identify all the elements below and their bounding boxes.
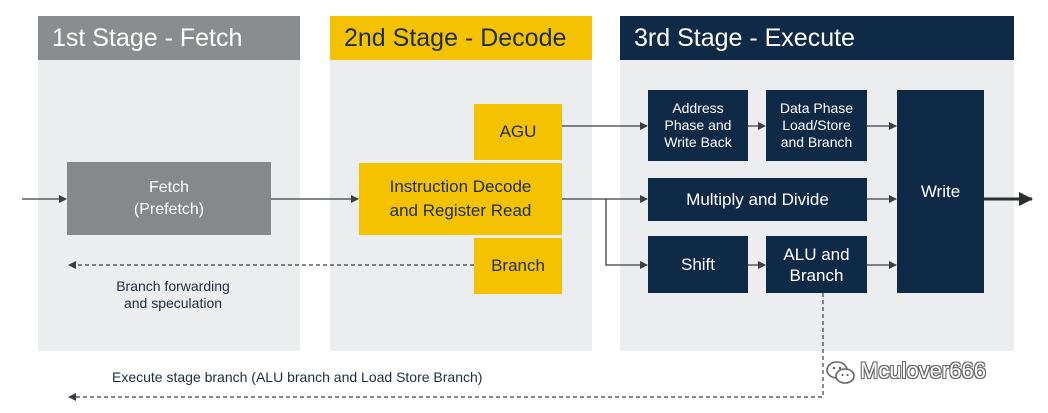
execute-branch-label: Execute stage branch (ALU branch and Loa… bbox=[112, 369, 483, 385]
data-phase-block: Data Phase Load/Store and Branch bbox=[766, 90, 867, 161]
branch-forwarding-label: Branch forwarding and speculation bbox=[116, 278, 230, 311]
multiply-divide-block: Multiply and Divide bbox=[648, 178, 867, 221]
fetch-stage-title: 1st Stage - Fetch bbox=[38, 16, 300, 60]
execute-stage-title: 3rd Stage - Execute bbox=[620, 16, 1014, 60]
instruction-decode-block: Instruction Decode and Register Read bbox=[359, 163, 562, 235]
decode-stage-title: 2nd Stage - Decode bbox=[330, 16, 592, 60]
shift-block: Shift bbox=[648, 236, 748, 293]
alu-branch-block: ALU and Branch bbox=[766, 236, 867, 293]
agu-block: AGU bbox=[474, 104, 562, 160]
watermark-text: Mculover666 bbox=[860, 358, 986, 383]
branch-block: Branch bbox=[474, 238, 562, 294]
write-block: Write bbox=[897, 90, 984, 293]
address-phase-block: Address Phase and Write Back bbox=[648, 90, 748, 161]
fetch-block: Fetch (Prefetch) bbox=[67, 162, 271, 235]
wechat-icon bbox=[826, 360, 856, 386]
arrow-decode-to-shift bbox=[605, 199, 648, 269]
